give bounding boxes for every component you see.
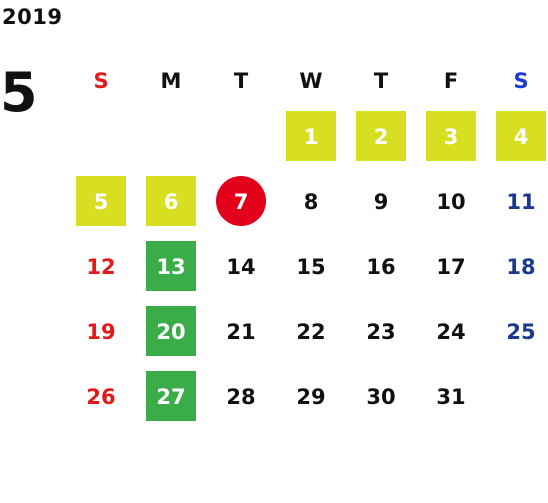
day-cell[interactable]: 25 xyxy=(486,299,548,364)
weekday-label: T xyxy=(373,69,389,93)
day-number: 11 xyxy=(506,189,536,214)
day-number: 24 xyxy=(436,319,466,344)
day-number: 4 xyxy=(513,124,529,149)
day-cell[interactable]: 1 xyxy=(276,104,346,169)
calendar-month: 5 xyxy=(0,61,38,124)
weekday-label: W xyxy=(299,69,323,93)
day-cell[interactable]: 17 xyxy=(416,234,486,299)
day-cell[interactable]: 4 xyxy=(486,104,548,169)
day-number: 13 xyxy=(156,254,186,279)
day-cell[interactable]: 12 xyxy=(66,234,136,299)
day-number: 7 xyxy=(233,189,249,214)
weekday-header-cell: W xyxy=(276,58,346,104)
weekday-header-cell: F xyxy=(416,58,486,104)
day-number: 26 xyxy=(86,384,116,409)
calendar-week-row: 26 27 28 29 30 31 xyxy=(66,364,548,429)
day-cell[interactable]: 10 xyxy=(416,169,486,234)
day-number: 21 xyxy=(226,319,256,344)
day-cell[interactable]: 27 xyxy=(136,364,206,429)
day-number: 10 xyxy=(436,189,466,214)
day-cell[interactable]: 21 xyxy=(206,299,276,364)
day-cell[interactable]: 13 xyxy=(136,234,206,299)
day-number: 6 xyxy=(163,189,179,214)
day-number: 22 xyxy=(296,319,326,344)
weekday-label: M xyxy=(160,69,182,93)
day-cell[interactable]: 28 xyxy=(206,364,276,429)
day-number: 18 xyxy=(506,254,536,279)
calendar-year: 2019 xyxy=(2,5,63,29)
weekday-label: T xyxy=(233,69,249,93)
day-number: 12 xyxy=(86,254,116,279)
day-number: 14 xyxy=(226,254,256,279)
empty-day-cell xyxy=(66,104,136,169)
weekday-header-cell: M xyxy=(136,58,206,104)
day-number: 16 xyxy=(366,254,396,279)
day-cell[interactable]: 24 xyxy=(416,299,486,364)
calendar-week-row: 12 13 14 15 16 17 18 xyxy=(66,234,548,299)
day-number: 20 xyxy=(156,319,186,344)
day-number: 28 xyxy=(226,384,256,409)
day-cell[interactable]: 23 xyxy=(346,299,416,364)
day-cell[interactable]: 14 xyxy=(206,234,276,299)
day-cell[interactable]: 5 xyxy=(66,169,136,234)
day-cell[interactable]: 2 xyxy=(346,104,416,169)
day-cell[interactable]: 8 xyxy=(276,169,346,234)
day-cell[interactable]: 3 xyxy=(416,104,486,169)
day-cell[interactable]: 6 xyxy=(136,169,206,234)
day-cell[interactable]: 15 xyxy=(276,234,346,299)
weekday-label: F xyxy=(443,69,459,93)
day-number: 29 xyxy=(296,384,326,409)
weekday-header-cell: T xyxy=(346,58,416,104)
day-number: 23 xyxy=(366,319,396,344)
weekday-label: S xyxy=(513,69,529,93)
day-number: 17 xyxy=(436,254,466,279)
day-number: 30 xyxy=(366,384,396,409)
empty-day-cell xyxy=(206,104,276,169)
day-cell[interactable]: 16 xyxy=(346,234,416,299)
empty-day-cell xyxy=(136,104,206,169)
day-number: 25 xyxy=(506,319,536,344)
day-cell[interactable]: 18 xyxy=(486,234,548,299)
day-number: 5 xyxy=(93,189,109,214)
weekday-label: S xyxy=(93,69,109,93)
day-cell[interactable]: 29 xyxy=(276,364,346,429)
weekday-header-cell: S xyxy=(486,58,548,104)
day-cell[interactable]: 19 xyxy=(66,299,136,364)
day-number: 1 xyxy=(303,124,319,149)
day-number: 27 xyxy=(156,384,186,409)
calendar-week-row: 19 20 21 22 23 24 25 xyxy=(66,299,548,364)
day-cell[interactable]: 26 xyxy=(66,364,136,429)
day-cell[interactable]: 9 xyxy=(346,169,416,234)
day-cell[interactable]: 31 xyxy=(416,364,486,429)
day-cell[interactable]: 20 xyxy=(136,299,206,364)
day-number: 3 xyxy=(443,124,459,149)
day-number: 19 xyxy=(86,319,116,344)
day-cell[interactable]: 22 xyxy=(276,299,346,364)
weekday-header-row: S M T W T F S xyxy=(66,58,548,104)
day-number: 8 xyxy=(303,189,319,214)
day-number: 2 xyxy=(373,124,389,149)
day-number: 15 xyxy=(296,254,326,279)
day-cell[interactable]: 30 xyxy=(346,364,416,429)
calendar-week-row: 1 2 3 4 xyxy=(66,104,548,169)
day-cell[interactable]: 7 xyxy=(206,169,276,234)
weekday-header-cell: S xyxy=(66,58,136,104)
day-cell[interactable]: 11 xyxy=(486,169,548,234)
empty-day-cell xyxy=(486,364,548,429)
weekday-header-cell: T xyxy=(206,58,276,104)
day-number: 9 xyxy=(373,189,389,214)
calendar-week-row: 5 6 7 8 9 10 11 xyxy=(66,169,548,234)
day-number: 31 xyxy=(436,384,466,409)
